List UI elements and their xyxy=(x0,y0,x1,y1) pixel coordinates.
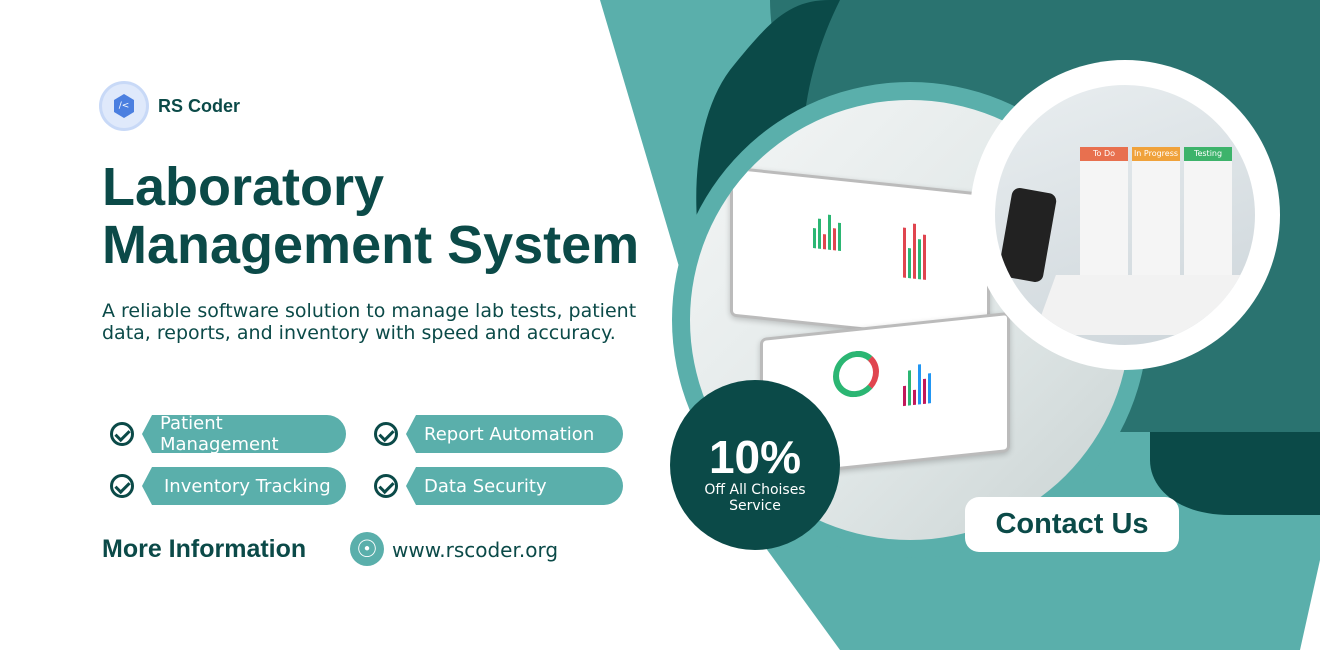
contact-us-button[interactable]: Contact Us xyxy=(965,497,1179,552)
kanban-column-todo: To Do xyxy=(1080,147,1128,161)
code-hexagon-icon: /< xyxy=(114,94,134,118)
brand-logo: /< xyxy=(102,84,146,128)
feature-label: Report Automation xyxy=(406,415,623,453)
check-circle-icon xyxy=(110,474,134,498)
feature-label: Patient Management xyxy=(142,415,346,453)
check-circle-icon xyxy=(374,422,398,446)
discount-text: Service xyxy=(729,498,781,514)
page-title: Laboratory Management System xyxy=(102,158,639,274)
description: A reliable software solution to manage l… xyxy=(102,300,637,344)
title-line-1: Laboratory xyxy=(102,157,385,217)
globe-icon: ☉ xyxy=(350,532,384,566)
title-line-2: Management System xyxy=(102,215,640,275)
feature-patient-management: Patient Management xyxy=(110,415,346,453)
kanban-column-testing: Testing xyxy=(1184,147,1232,161)
feature-label: Data Security xyxy=(406,467,623,505)
more-information-label: More Information xyxy=(102,535,307,563)
kanban-tablet-image: To Do In Progress Testing xyxy=(995,85,1255,345)
discount-percent: 10% xyxy=(708,431,802,483)
check-circle-icon xyxy=(110,422,134,446)
check-circle-icon xyxy=(374,474,398,498)
feature-label: Inventory Tracking xyxy=(142,467,346,505)
brand-name: RS Coder xyxy=(158,96,241,116)
feature-data-security: Data Security xyxy=(374,467,623,505)
discount-badge: 10% Off All Choises Service xyxy=(670,380,840,550)
feature-inventory-tracking: Inventory Tracking xyxy=(110,467,346,505)
kanban-column-in-progress: In Progress xyxy=(1132,147,1180,161)
feature-report-automation: Report Automation xyxy=(374,415,623,453)
discount-text: Off All Choises xyxy=(704,482,806,498)
website-link[interactable]: www.rscoder.org xyxy=(392,538,559,562)
